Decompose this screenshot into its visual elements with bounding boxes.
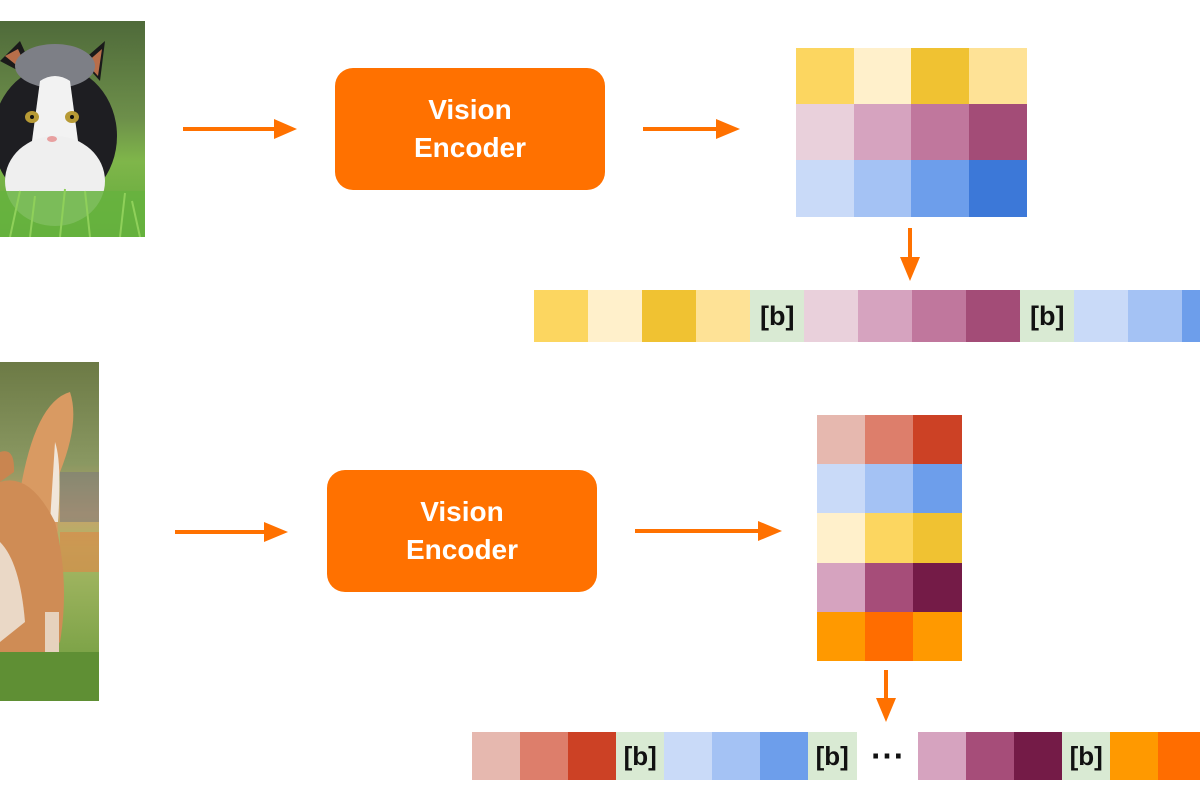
patch-cell (968, 160, 1027, 217)
arrow-grid-to-sequence-2 (876, 670, 896, 722)
token-cell (1128, 290, 1183, 342)
patch-cell (796, 104, 854, 161)
encoder-label-line1: Vision (428, 94, 512, 125)
patch-cell (913, 415, 962, 465)
patch-grid-2 (817, 415, 962, 662)
arrow-grid-to-sequence-1 (900, 228, 920, 281)
patch-cell (853, 160, 912, 217)
separator-token: [b] (616, 732, 665, 780)
cat-image (0, 21, 145, 237)
token-cell (696, 290, 751, 342)
vision-encoder-block-1: Vision Encoder (335, 68, 605, 190)
token-cell (1110, 732, 1159, 780)
patch-cell (865, 464, 914, 514)
token-sequence-2: [b] [b] ⋯ [b] (472, 732, 1200, 780)
token-cell (1158, 732, 1200, 780)
arrow-image-to-encoder-1 (183, 119, 297, 139)
token-cell (642, 290, 697, 342)
patch-cell (865, 415, 914, 465)
token-cell (804, 290, 859, 342)
arrow-encoder-to-grid-2 (635, 521, 782, 541)
token-cell (1182, 290, 1200, 342)
encoder-label-line2: Encoder (405, 534, 519, 565)
token-cell (912, 290, 967, 342)
token-cell (664, 732, 713, 780)
separator-token: [b] (1062, 732, 1111, 780)
patch-cell (911, 104, 969, 161)
token-sequence-1: [b] [b] (534, 290, 1200, 342)
patch-grid-1 (796, 48, 1027, 217)
patch-cell (911, 160, 969, 217)
token-cell (966, 290, 1021, 342)
token-cell (712, 732, 761, 780)
token-cell (588, 290, 643, 342)
ellipsis-icon: ⋯ (870, 737, 904, 775)
patch-cell (913, 513, 962, 564)
token-cell (858, 290, 913, 342)
token-cell (568, 732, 617, 780)
patch-cell (865, 611, 914, 662)
token-cell (534, 290, 589, 342)
token-cell (472, 732, 521, 780)
separator-token: [b] (750, 290, 805, 342)
patch-cell (817, 513, 866, 564)
arrow-encoder-to-grid-1 (643, 119, 740, 139)
token-cell (918, 732, 967, 780)
patch-cell (913, 611, 962, 662)
patch-cell (968, 104, 1027, 161)
cat-photo-icon (0, 21, 145, 237)
dog-image (0, 362, 99, 701)
patch-cell (913, 464, 962, 514)
dog-photo-icon (0, 362, 99, 701)
token-cell (760, 732, 809, 780)
patch-cell (913, 562, 962, 613)
token-cell (1074, 290, 1129, 342)
patch-cell (968, 48, 1027, 105)
token-cell (1014, 732, 1063, 780)
patch-cell (853, 48, 912, 105)
patch-cell (853, 104, 912, 161)
separator-token: [b] (808, 732, 857, 780)
patch-cell (817, 464, 866, 514)
patch-cell (911, 48, 969, 105)
token-cell (520, 732, 569, 780)
patch-cell (796, 160, 854, 217)
patch-cell (817, 611, 866, 662)
vision-encoder-block-2: Vision Encoder (327, 470, 597, 592)
patch-cell (865, 562, 914, 613)
arrow-image-to-encoder-2 (175, 522, 288, 542)
patch-cell (796, 48, 854, 105)
encoder-label-line2: Encoder (413, 132, 527, 163)
patch-cell (817, 415, 866, 465)
patch-cell (865, 513, 914, 564)
separator-token: [b] (1020, 290, 1075, 342)
patch-cell (817, 562, 866, 613)
encoder-label-line1: Vision (420, 496, 504, 527)
token-cell (966, 732, 1015, 780)
